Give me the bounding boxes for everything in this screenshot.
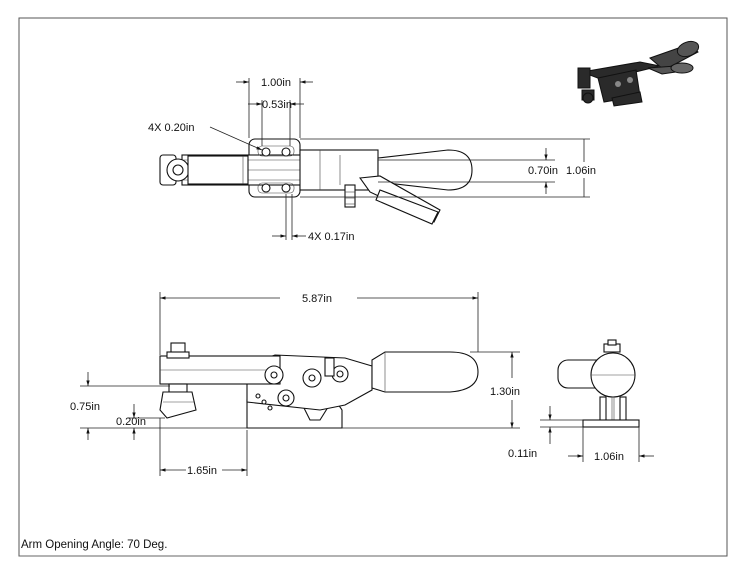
side-view-dimensions: 5.87in 1.30in 0.75in 0.20in 1.65in [70,292,520,477]
dim-spindle-offset: 0.20in [116,416,146,428]
dim-end-base-thickness: 0.11in [508,448,537,460]
side-view [159,342,479,429]
dim-top-height-inner: 0.70in [528,165,558,177]
top-view [159,138,473,225]
top-view-dimensions: 1.00in 0.53in 4X 0.20in 0.70in 1.06in 4X… [148,77,596,243]
dim-side-height: 1.30in [490,386,520,398]
arm-opening-angle-note: Arm Opening Angle: 70 Deg. [21,539,168,551]
dim-spindle-height: 0.75in [70,401,100,413]
dim-top-width-outer: 1.00in [261,77,291,89]
dim-end-base-width: 1.06in [594,451,624,463]
dim-overall-length: 5.87in [302,293,332,305]
dim-top-width-inner: 0.53in [262,99,292,111]
isometric-thumbnail [577,40,700,107]
end-view [557,339,640,428]
end-view-dimensions: 0.11in 1.06in [508,406,654,463]
dim-bottom-holes: 4X 0.17in [308,231,354,243]
dim-top-holes: 4X 0.20in [148,122,194,134]
dim-spindle-reach: 1.65in [187,465,217,477]
dim-top-height-outer: 1.06in [566,165,596,177]
